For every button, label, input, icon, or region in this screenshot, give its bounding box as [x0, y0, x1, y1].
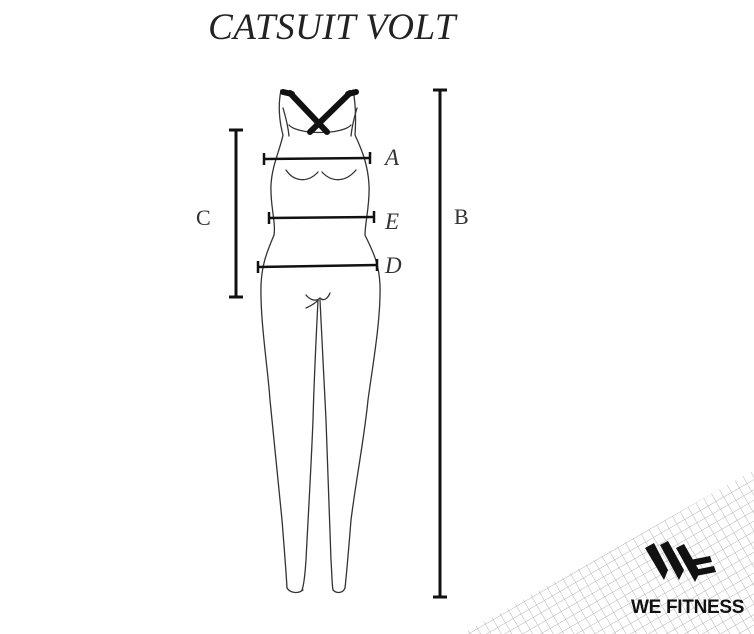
label-d: D [384, 253, 402, 278]
logo-mark [645, 541, 716, 582]
measure-line-a [262, 152, 372, 165]
measure-line-c [229, 128, 243, 299]
measure-line-b [433, 88, 447, 599]
label-e: E [384, 209, 399, 234]
brand-name: WE FITNESS [631, 597, 744, 618]
grid-texture [462, 470, 754, 634]
label-b: B [454, 204, 469, 229]
measure-line-d [256, 259, 379, 273]
we-fitness-logo: WE FITNESS [631, 541, 744, 618]
catsuit-figure [260, 89, 381, 594]
label-c: C [196, 205, 211, 230]
product-title: CATSUIT VOLT [208, 7, 456, 48]
cross-straps [280, 89, 359, 135]
measure-line-e [267, 211, 376, 224]
label-a: A [383, 145, 400, 170]
